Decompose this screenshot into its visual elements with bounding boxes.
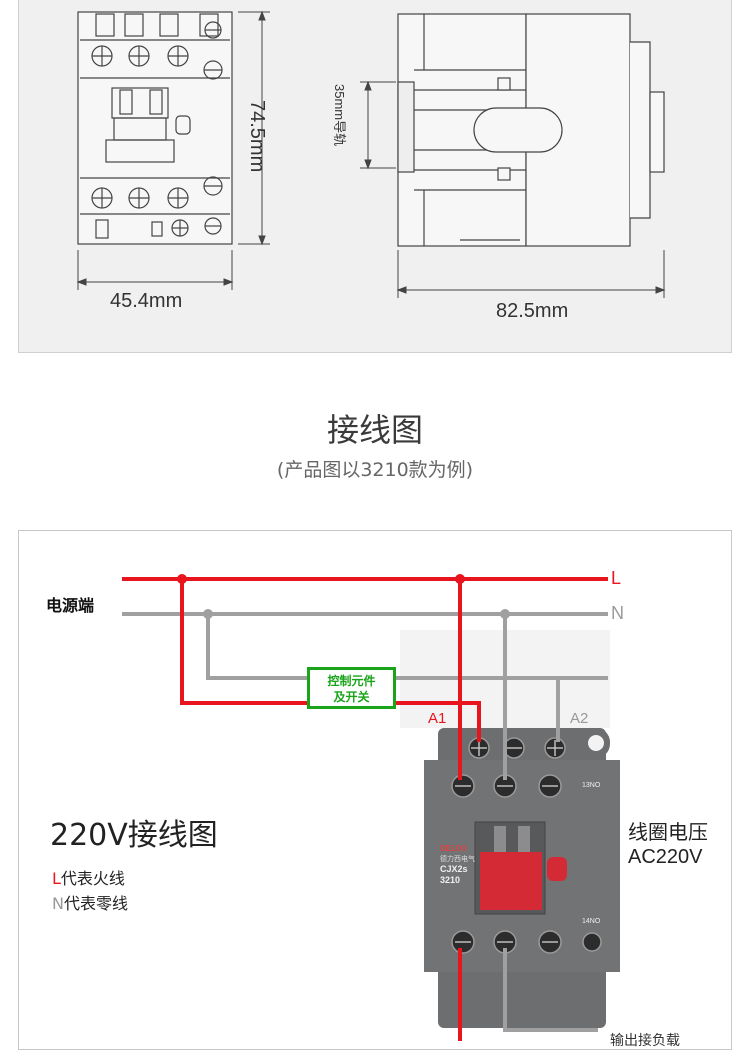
section-title: 接线图 [326,411,423,449]
device-model-no: 3210 [440,875,461,885]
side-view [397,13,665,247]
control-switch-box: 控制元件 及开关 [307,667,396,709]
legend-live-key: L [52,869,61,888]
device-aux-no: 13NO [582,782,601,789]
screws-bottom [91,176,223,237]
legend-neutral: N代表零线 [52,890,128,914]
line-N-label: N [611,603,624,623]
legend-neutral-key: N [52,894,64,913]
device-aux-no2: 14NO [582,918,601,925]
power-source-label: 电源端 [46,596,95,615]
wiring-panel [18,530,732,1050]
diagram-title: 220V接线图 [50,818,218,853]
screws-top [91,21,223,80]
legend-live-text: 代表火线 [60,869,125,888]
front-dim-lines [76,10,270,290]
output-load-label: 输出接负载 [610,1033,680,1049]
terminal-A1-label: A1 [428,710,447,727]
line-L-label: L [611,568,622,588]
device-brand-sub: 德力西电气 [440,856,475,863]
control-line2: 及开关 [333,690,370,704]
dim-height-front: 74.5mm [246,100,268,173]
control-line1: 控制元件 [327,674,376,688]
legend-neutral-text: 代表零线 [63,894,128,913]
coil-voltage-label: 线圈电压 [628,820,708,844]
terminal-A2-label: A2 [570,710,589,727]
side-dim-lines [360,80,666,298]
dim-width-front: 45.4mm [110,290,183,312]
dim-rail: 35mm导轨 [332,84,347,147]
device-brand: DELIXI [440,844,466,853]
device-model: CJX2s [440,864,468,874]
legend-live: L代表火线 [52,865,125,889]
section-subtitle: (产品图以3210款为例) [276,459,474,481]
front-view [77,11,233,245]
dim-depth-side: 82.5mm [496,300,569,322]
coil-voltage-value: AC220V [628,846,703,868]
